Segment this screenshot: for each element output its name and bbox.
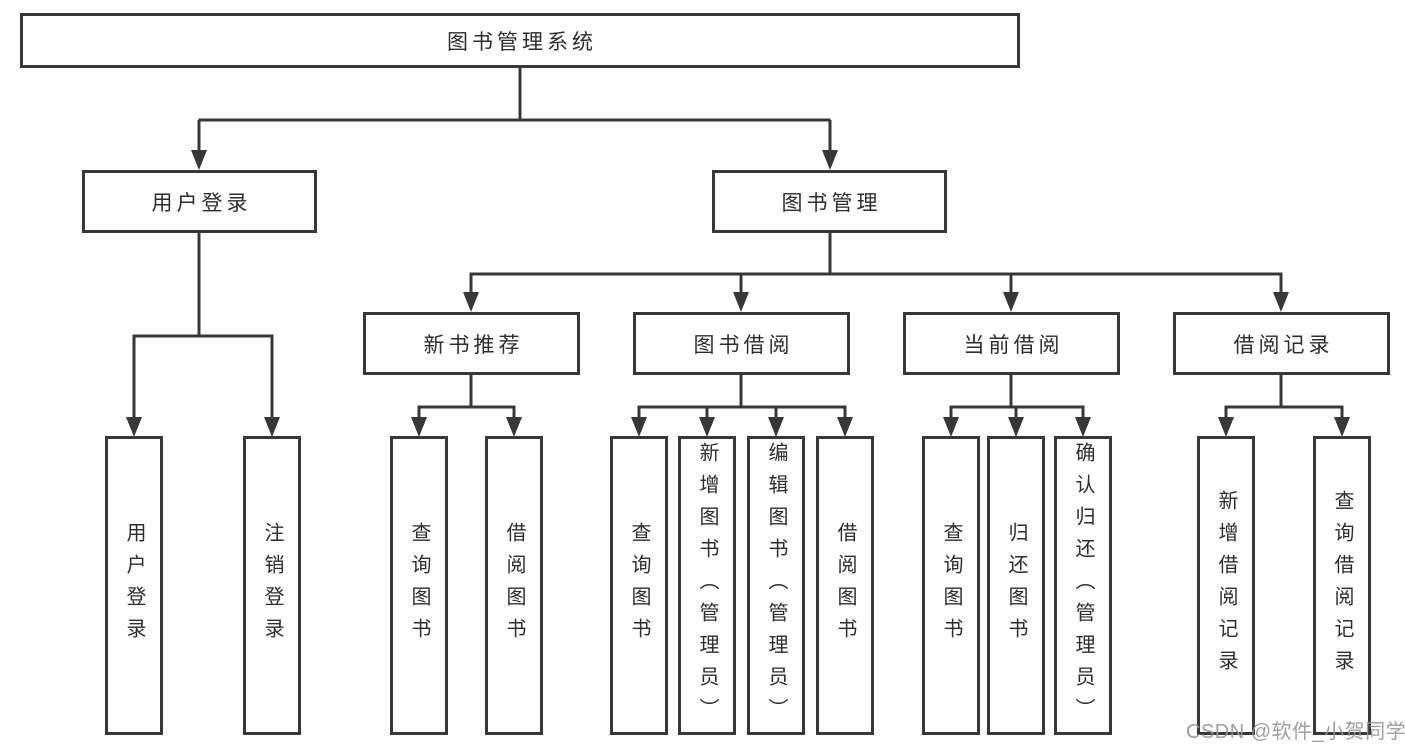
node-current-borrowing: 当前借阅 [903, 312, 1120, 375]
node-leaf-add-book-admin: 新增图书（管理员） [678, 436, 736, 735]
node-leaf-confirm-return-admin: 确认归还（管理员） [1054, 436, 1112, 735]
node-leaf-user-login: 用户登录 [105, 436, 163, 735]
node-leaf-query-books-1: 查询图书 [390, 436, 448, 735]
node-leaf-add-borrow-record: 新增借阅记录 [1197, 436, 1255, 735]
node-leaf-return-books: 归还图书 [987, 436, 1045, 735]
arrowheads [126, 150, 1350, 437]
node-borrowing-records: 借阅记录 [1173, 312, 1390, 375]
node-leaf-borrow-books-2: 借阅图书 [816, 436, 874, 735]
node-book-management-branch: 图书管理 [712, 170, 947, 233]
node-leaf-logout: 注销登录 [243, 436, 301, 735]
node-new-book-recommend: 新书推荐 [363, 312, 580, 375]
node-user-login-branch: 用户登录 [82, 170, 317, 233]
node-leaf-borrow-books-1: 借阅图书 [485, 436, 543, 735]
node-book-borrowing: 图书借阅 [633, 312, 850, 375]
node-leaf-query-borrow-record: 查询借阅记录 [1313, 436, 1371, 735]
node-leaf-edit-book-admin: 编辑图书（管理员） [747, 436, 805, 735]
node-leaf-query-books-2: 查询图书 [610, 436, 668, 735]
node-library-management-system: 图书管理系统 [20, 13, 1020, 68]
node-leaf-query-books-3: 查询图书 [922, 436, 980, 735]
watermark-text: CSDN @软件_小贺同学 [1186, 721, 1405, 743]
